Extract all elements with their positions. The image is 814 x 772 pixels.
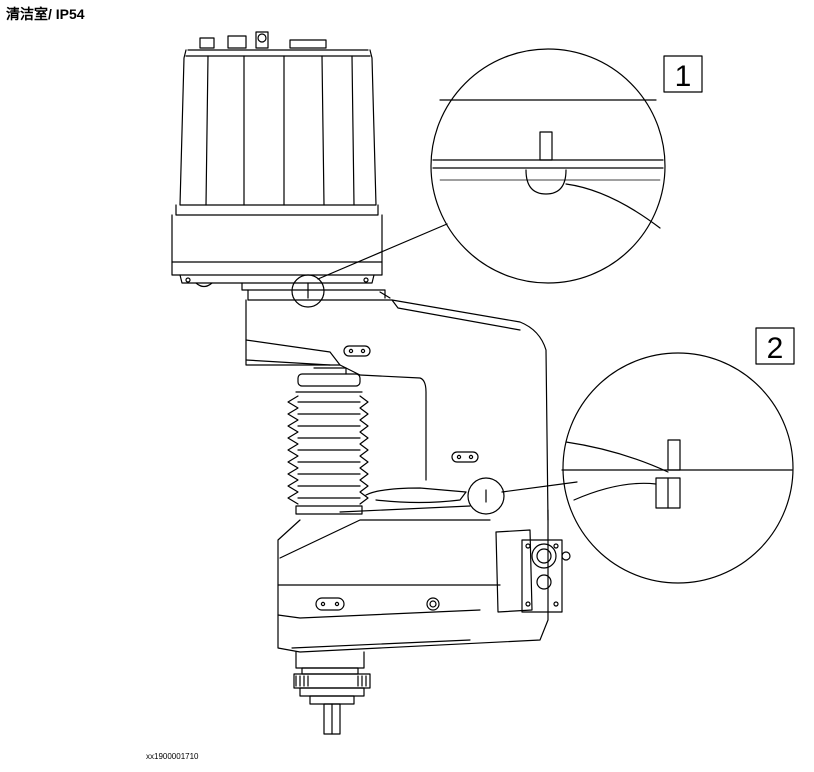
magnified-view-1 [430, 48, 666, 284]
callout-label-1: 1 [675, 60, 692, 93]
magnified-view-2 [562, 352, 794, 584]
detail-marker-2 [467, 477, 505, 515]
figure-id: xx1900001710 [146, 752, 199, 761]
callout-1: 1 [291, 48, 703, 308]
callout-2: 2 [467, 327, 795, 584]
detail-marker-1 [291, 274, 325, 308]
lower-arm [277, 487, 571, 653]
motor-housing [171, 31, 383, 288]
section-title: 清洁室/ IP54 [6, 6, 85, 22]
shaft [293, 651, 371, 735]
bellows [287, 367, 369, 515]
upper-arm [241, 282, 549, 521]
callout-label-2: 2 [767, 332, 784, 365]
